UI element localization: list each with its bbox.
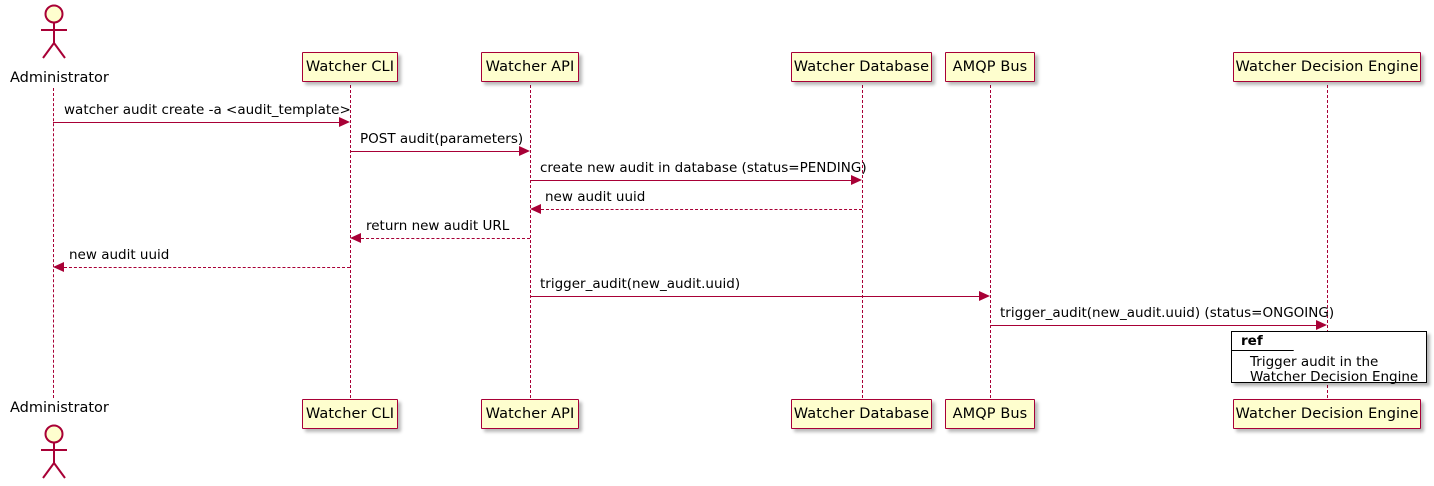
participant-label-watcher-cli-top: Watcher CLI: [305, 58, 395, 75]
actor-icon: [41, 4, 67, 59]
message-arrowhead-6: [53, 262, 64, 272]
message-line-3: [530, 180, 851, 181]
participant-watcher-database-top[interactable]: Watcher Database: [791, 52, 932, 82]
message-line-8: [990, 325, 1316, 326]
participant-label-watcher-decision-engine-bottom: Watcher Decision Engine: [1235, 405, 1419, 422]
message-arrowhead-2: [519, 146, 530, 156]
message-label-7: trigger_audit(new_audit.uuid): [540, 276, 741, 292]
participant-watcher-decision-engine-bottom[interactable]: Watcher Decision Engine: [1233, 399, 1421, 429]
participant-label-watcher-api-bottom: Watcher API: [485, 405, 575, 422]
participant-watcher-database-bottom[interactable]: Watcher Database: [791, 399, 932, 429]
participant-watcher-decision-engine-top[interactable]: Watcher Decision Engine: [1233, 52, 1421, 82]
message-label-3: create new audit in database (status=PEN…: [540, 160, 867, 176]
lifeline-watcher-database: [862, 85, 863, 398]
message-label-1: watcher audit create -a <audit_template>: [64, 102, 351, 118]
lifeline-watcher-api: [530, 85, 531, 398]
message-label-2: POST audit(parameters): [360, 131, 524, 147]
participant-amqp-bus-bottom[interactable]: AMQP Bus: [945, 399, 1035, 429]
participant-label-amqp-bus-bottom: AMQP Bus: [952, 405, 1028, 422]
message-line-7: [530, 296, 979, 297]
participant-watcher-cli-bottom[interactable]: Watcher CLI: [302, 399, 398, 429]
message-arrowhead-3: [851, 175, 862, 185]
message-line-2: [350, 151, 519, 152]
message-arrowhead-7: [979, 291, 990, 301]
participant-label-watcher-decision-engine-top: Watcher Decision Engine: [1235, 58, 1419, 75]
ref-fragment: ref Trigger audit in the Watcher Decisio…: [1231, 331, 1427, 385]
participant-label-watcher-database-top: Watcher Database: [793, 58, 930, 75]
message-arrowhead-1: [339, 117, 350, 127]
actor-label-administrator-bottom: Administrator: [10, 400, 109, 416]
ref-fragment-body-line-1: Trigger audit in the: [1250, 354, 1379, 370]
message-label-4: new audit uuid: [545, 189, 646, 205]
message-line-6: [64, 267, 350, 268]
message-line-4: [541, 209, 862, 210]
message-line-1: [53, 122, 339, 123]
participant-label-watcher-api-top: Watcher API: [485, 58, 575, 75]
lifeline-amqp-bus: [990, 85, 991, 398]
message-arrowhead-8: [1316, 320, 1327, 330]
actor-icon: [41, 424, 67, 479]
participant-label-watcher-cli-bottom: Watcher CLI: [305, 405, 395, 422]
participant-label-watcher-database-bottom: Watcher Database: [793, 405, 930, 422]
ref-fragment-tab-label: ref: [1241, 333, 1263, 349]
participant-watcher-api-top[interactable]: Watcher API: [481, 52, 579, 82]
message-line-5: [361, 238, 530, 239]
actor-label-administrator-top: Administrator: [10, 70, 109, 86]
message-label-6: new audit uuid: [69, 247, 170, 263]
participant-watcher-api-bottom[interactable]: Watcher API: [481, 399, 579, 429]
lifeline-watcher-decision-engine: [1327, 85, 1328, 398]
message-arrowhead-5: [350, 233, 361, 243]
lifeline-administrator: [53, 88, 54, 398]
actor-administrator-top[interactable]: [28, 2, 80, 62]
actor-administrator-bottom[interactable]: [28, 422, 80, 482]
participant-watcher-cli-top[interactable]: Watcher CLI: [302, 52, 398, 82]
message-arrowhead-4: [530, 204, 541, 214]
participant-amqp-bus-top[interactable]: AMQP Bus: [945, 52, 1035, 82]
participant-label-amqp-bus-top: AMQP Bus: [952, 58, 1028, 75]
message-label-8: trigger_audit(new_audit.uuid) (status=ON…: [1000, 305, 1335, 321]
ref-fragment-body-line-2: Watcher Decision Engine: [1250, 369, 1419, 385]
message-label-5: return new audit URL: [366, 218, 510, 234]
